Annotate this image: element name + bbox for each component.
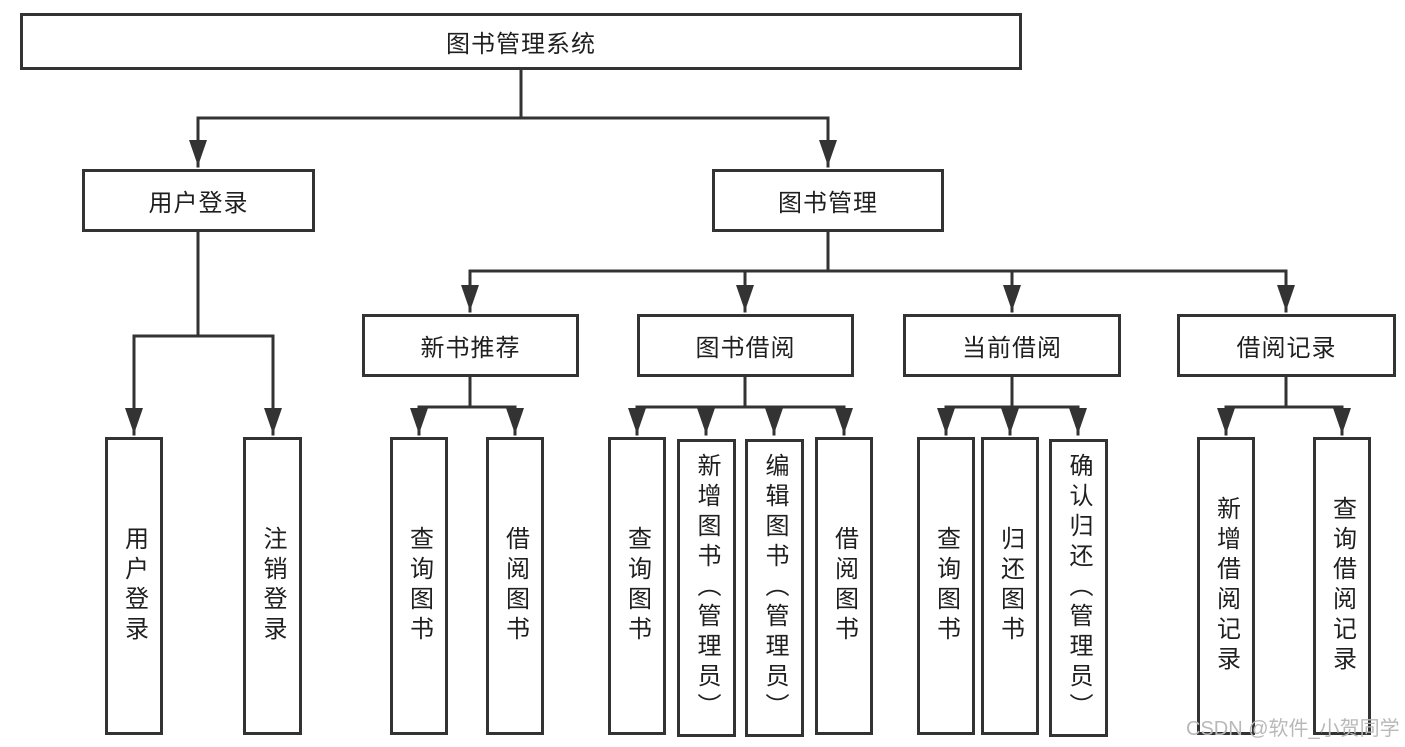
leaf-edit-book-admin: 编辑图书（管理员）	[745, 439, 804, 737]
node-book-borrow: 图书借阅	[637, 314, 854, 377]
node-book-management: 图书管理	[712, 169, 944, 232]
node-current-borrow: 当前借阅	[903, 314, 1121, 377]
node-user-login: 用户登录	[82, 169, 315, 232]
node-borrow-records: 借阅记录	[1177, 314, 1396, 377]
connector-current-borrow-children	[937, 375, 1087, 436]
connector-book-management-children	[461, 230, 1295, 313]
leaf-user-login: 用户登录	[105, 437, 163, 735]
leaf-borrow-books-borrow: 借阅图书	[815, 437, 873, 735]
leaf-confirm-return-admin: 确认归还（管理员）	[1049, 439, 1108, 737]
leaf-query-borrow-record: 查询借阅记录	[1313, 437, 1371, 735]
leaf-query-books-borrow: 查询图书	[608, 437, 666, 735]
leaf-add-borrow-record: 新增借阅记录	[1197, 437, 1255, 735]
connector-new-book-children	[410, 375, 524, 436]
leaf-return-books: 归还图书	[981, 437, 1039, 735]
connector-user-login-children	[125, 230, 282, 436]
node-root-library-system: 图书管理系统	[20, 13, 1022, 70]
leaf-query-books-current: 查询图书	[917, 437, 975, 735]
leaf-query-books-newbook: 查询图书	[390, 437, 448, 735]
connector-borrow-records-children	[1217, 375, 1351, 436]
node-new-book-recommend: 新书推荐	[362, 314, 579, 377]
leaf-add-book-admin: 新增图书（管理员）	[677, 439, 736, 737]
connector-book-borrow-children	[628, 375, 853, 436]
leaf-logout: 注销登录	[243, 437, 302, 735]
connector-root-to-level2	[189, 68, 837, 168]
leaf-borrow-books-newbook: 借阅图书	[486, 437, 544, 735]
csdn-watermark: CSDN @软件_小贺同学	[1186, 718, 1400, 740]
